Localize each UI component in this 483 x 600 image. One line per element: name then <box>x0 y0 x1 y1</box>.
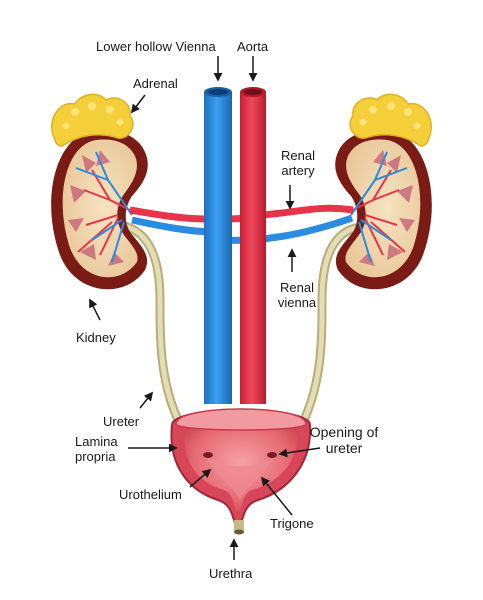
label-renal-vienna-line1: Renal <box>280 280 314 295</box>
label-lamina-propria: Lamina propria <box>75 434 118 464</box>
bladder <box>170 408 312 535</box>
left-kidney <box>51 129 148 290</box>
label-opening-of-ureter: Opening of ureter <box>303 424 385 456</box>
label-renal-artery-line1: Renal <box>281 148 315 163</box>
label-lamina-propria-line1: Lamina <box>75 434 118 449</box>
label-urothelium: Urothelium <box>119 487 182 502</box>
label-lower-hollow-vienna: Lower hollow Vienna <box>96 39 216 54</box>
left-adrenal <box>51 93 134 147</box>
label-renal-vienna: Renal vienna <box>274 280 320 310</box>
label-opening-of-ureter-line2: ureter <box>325 440 363 456</box>
right-kidney <box>335 129 432 290</box>
label-lamina-propria-line2: propria <box>75 449 116 464</box>
label-aorta: Aorta <box>237 39 269 54</box>
label-renal-vienna-line2: vienna <box>277 295 317 310</box>
label-opening-of-ureter-line1: Opening of <box>309 424 379 440</box>
label-renal-artery: Renal artery <box>276 148 320 178</box>
label-renal-artery-line2: artery <box>281 163 315 178</box>
label-adrenal: Adrenal <box>133 76 178 91</box>
label-arrows <box>89 56 321 560</box>
right-renal-artery <box>261 204 354 219</box>
aorta <box>240 87 266 404</box>
label-ureter: Ureter <box>103 414 140 429</box>
label-urethra: Urethra <box>209 566 253 581</box>
vena-cava <box>204 87 232 404</box>
right-ureter <box>299 223 360 425</box>
left-ureter <box>115 220 183 425</box>
label-kidney: Kidney <box>76 330 116 345</box>
right-adrenal <box>349 93 432 147</box>
label-trigone: Trigone <box>270 516 314 531</box>
